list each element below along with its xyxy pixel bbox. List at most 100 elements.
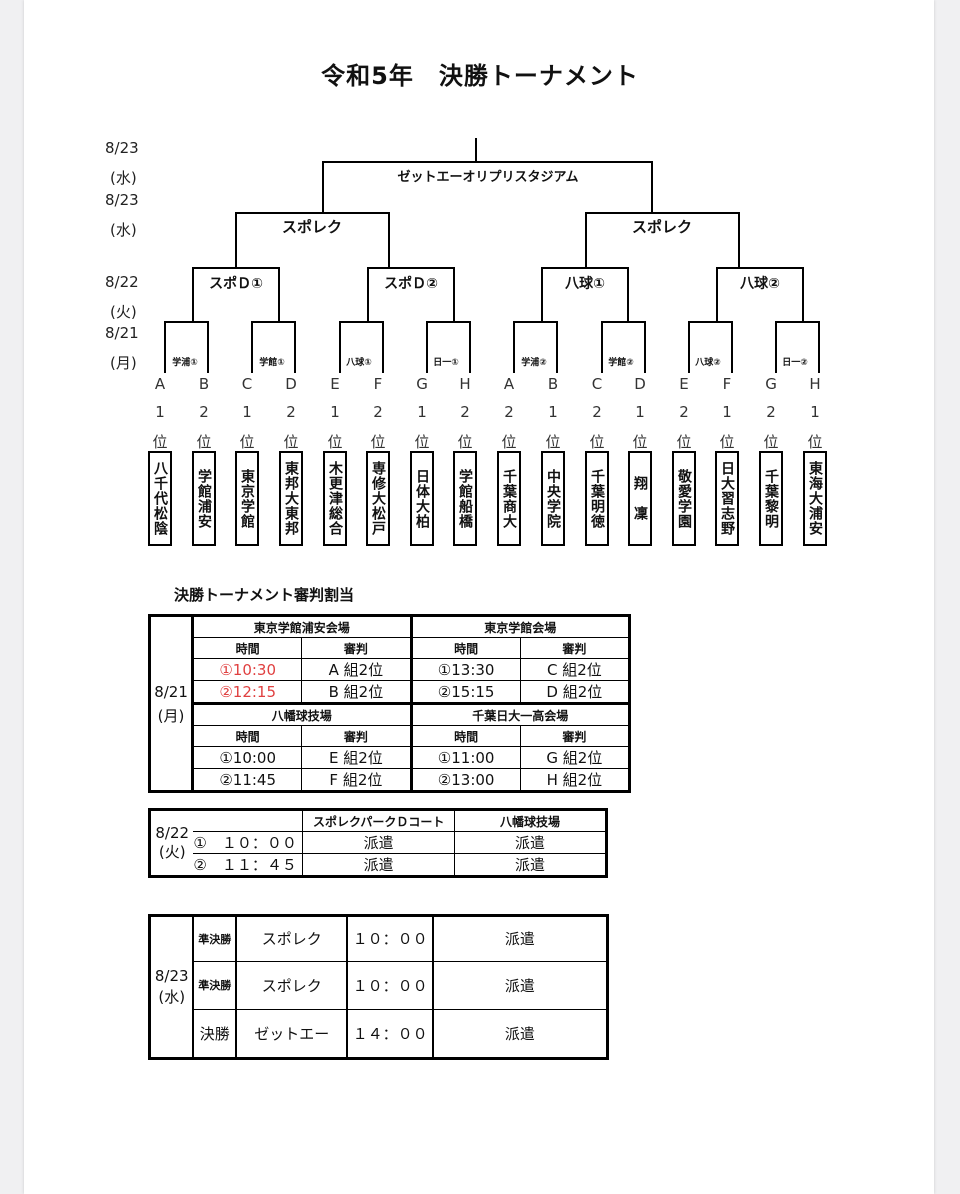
r1-venue-label: 八球② <box>692 355 724 368</box>
r1-venue-label: 学館① <box>256 355 288 368</box>
rank-suffix: 位 <box>196 433 212 451</box>
venue-cell: スポレク <box>235 915 349 962</box>
time-header: 時間 <box>192 725 303 747</box>
r1-venue-label: 日一② <box>779 355 811 368</box>
time-cell: ②11:45 <box>192 768 303 792</box>
rank-number: 2 <box>373 403 383 421</box>
date-qf: 8/22 <box>105 273 139 291</box>
group-letter: G <box>765 375 777 393</box>
group-letter: F <box>722 375 732 393</box>
rank-suffix: 位 <box>763 433 779 451</box>
group-letter: H <box>459 375 471 393</box>
referee-cell: H 組2位 <box>519 768 631 792</box>
venue-header: 東京学館会場 <box>410 615 631 638</box>
rank-number: 2 <box>766 403 776 421</box>
group-letter: A <box>154 375 166 393</box>
group-letter: G <box>416 375 428 393</box>
referee-cell: D 組2位 <box>519 680 631 704</box>
rank-suffix: 位 <box>719 433 735 451</box>
team-name-box: 学館船橋 <box>453 451 477 546</box>
final-venue-label: ゼットエーオリプリスタジアム <box>394 166 582 185</box>
round-cell: 準決勝 <box>192 915 238 962</box>
venue-header: 千葉日大一高会場 <box>410 703 631 726</box>
date-label: 8/22 <box>155 823 190 842</box>
time-header: 時間 <box>410 637 521 659</box>
time-cell: １０：００ <box>346 960 434 1011</box>
team-name-box: 東京学館 <box>235 451 259 546</box>
rank-number: 1 <box>242 403 252 421</box>
time-cell: ①13:30 <box>410 658 521 681</box>
referee-header: 審判 <box>519 725 631 747</box>
qf-venue-label: 八球① <box>562 273 608 293</box>
rank-suffix: 位 <box>589 433 605 451</box>
r1-venue-label: 学浦② <box>518 355 550 368</box>
referee-cell: G 組2位 <box>519 746 631 769</box>
team-name-box: 翔 凜 <box>628 451 652 546</box>
group-letter: C <box>241 375 253 393</box>
blank-header <box>193 809 304 832</box>
rank-number: 2 <box>679 403 689 421</box>
referee-cell: 派遣 <box>454 831 607 854</box>
rank-number: 1 <box>417 403 427 421</box>
qf-venue-label: スポＤ② <box>381 273 441 293</box>
rank-number: 1 <box>635 403 645 421</box>
team-name-box: 日大習志野 <box>715 451 739 546</box>
referee-header: 審判 <box>301 637 413 659</box>
rank-number: 1 <box>330 403 340 421</box>
referee-cell: 派遣 <box>454 853 607 877</box>
group-letter: B <box>198 375 210 393</box>
time-cell: ①10:00 <box>192 746 303 769</box>
venue-header: 八幡球技場 <box>454 809 607 832</box>
date-r1: 8/21 <box>105 324 139 342</box>
referee-cell: 派遣 <box>432 960 608 1011</box>
time-header: 時間 <box>192 637 303 659</box>
rank-number: 1 <box>722 403 732 421</box>
semi-right-venue-label: スポレク <box>628 216 696 237</box>
group-letter: E <box>330 375 340 393</box>
time-header: 時間 <box>410 725 521 747</box>
venue-header: スポレクパークＤコート <box>302 809 456 832</box>
referee-cell: F 組2位 <box>301 768 413 792</box>
time-cell: １０：００ <box>346 915 434 962</box>
qf-venue-label: スポＤ① <box>206 273 266 293</box>
rank-suffix: 位 <box>239 433 255 451</box>
rank-number: 1 <box>155 403 165 421</box>
referee-cell: 派遣 <box>302 831 456 854</box>
team-name-box: 敬愛学園 <box>672 451 696 546</box>
time-cell: ②13:00 <box>410 768 521 792</box>
referee-cell: E 組2位 <box>301 746 413 769</box>
referee-cell: C 組2位 <box>519 658 631 681</box>
dow-label: (火) <box>158 843 186 861</box>
rank-number: 2 <box>286 403 296 421</box>
rank-suffix: 位 <box>283 433 299 451</box>
group-letter: E <box>679 375 689 393</box>
time-cell: ①11:00 <box>410 746 521 769</box>
page-title: 令和5年 決勝トーナメント <box>321 62 639 90</box>
date-label: 8/23 <box>154 967 189 985</box>
semi-left-venue-label: スポレク <box>278 216 346 237</box>
rank-suffix: 位 <box>545 433 561 451</box>
rank-suffix: 位 <box>152 433 168 451</box>
group-letter: C <box>591 375 603 393</box>
round-cell: 決勝 <box>192 1009 238 1059</box>
team-name-box: 千葉商大 <box>497 451 521 546</box>
rank-suffix: 位 <box>807 433 823 451</box>
time-cell: ②15:15 <box>410 680 521 704</box>
time-cell: ②12:15 <box>192 680 303 704</box>
referee-table-0823: 8/23 (水) 準決勝 スポレク １０：００ 派遣 準決勝 スポレク １０：０… <box>148 914 609 1060</box>
group-letter: A <box>503 375 515 393</box>
team-name-box: 東邦大東邦 <box>279 451 303 546</box>
rank-number: 1 <box>810 403 820 421</box>
dow-qf: (火) <box>110 303 137 321</box>
rank-suffix: 位 <box>457 433 473 451</box>
date-semi: 8/23 <box>105 191 139 209</box>
venue-header: 八幡球技場 <box>192 703 413 726</box>
time-cell: ① １０：００ <box>193 831 304 854</box>
date-final: 8/23 <box>105 139 139 157</box>
r1-venue-label: 学浦① <box>169 355 201 368</box>
dow-final: (水) <box>110 169 137 187</box>
team-name-box: 八千代松陰 <box>148 451 172 546</box>
rank-number: 1 <box>548 403 558 421</box>
rank-number: 2 <box>199 403 209 421</box>
referee-cell: 派遣 <box>302 853 456 877</box>
